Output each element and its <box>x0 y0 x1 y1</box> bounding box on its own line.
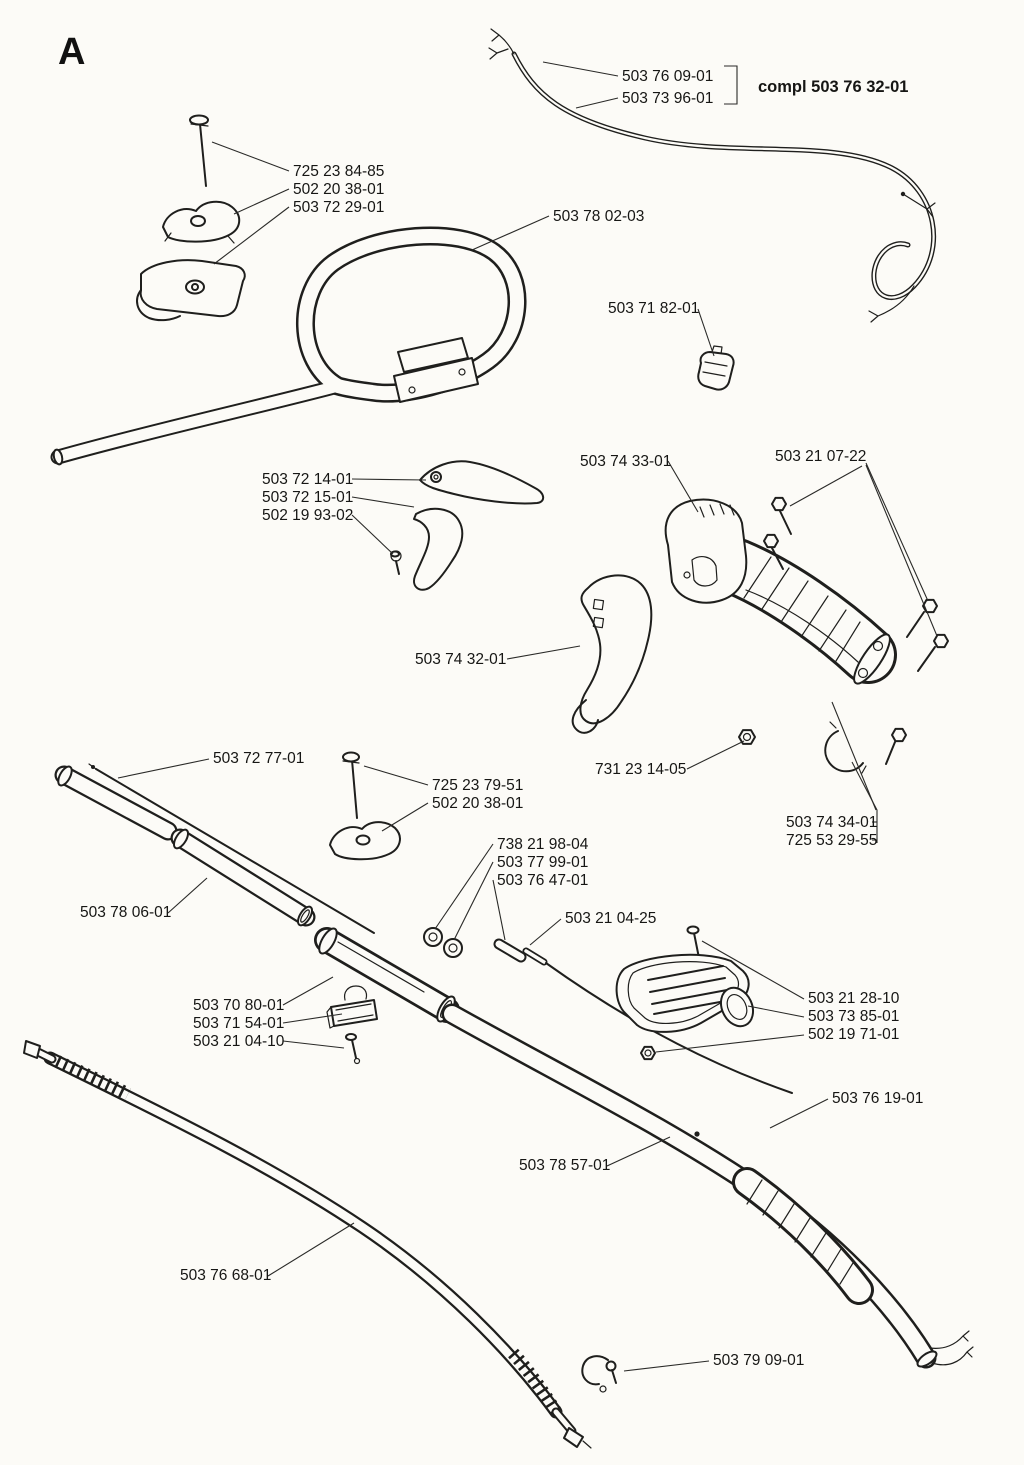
part-label: 503 21 28-10 <box>808 990 900 1007</box>
part-label: 503 76 19-01 <box>832 1090 923 1107</box>
throttle-bracket-drawing <box>615 925 755 1061</box>
part-label: 502 19 71-01 <box>808 1026 899 1043</box>
leader-lines <box>117 61 938 1372</box>
part-label: 725 53 29-55 <box>786 832 877 849</box>
part-label: 503 21 04-25 <box>565 910 656 927</box>
upper-tube-drawing <box>54 751 793 1094</box>
tube-clamp-drawing <box>326 985 378 1065</box>
part-label: 503 72 15-01 <box>262 489 353 506</box>
part-label: 503 70 80-01 <box>193 997 284 1014</box>
part-label: 503 71 82-01 <box>608 300 699 317</box>
callout-labels: A 503 76 09-01 503 73 96-01 compl 503 76… <box>58 31 923 1369</box>
part-label: 503 74 32-01 <box>415 651 506 668</box>
part-label: 503 76 47-01 <box>497 872 588 889</box>
part-label: 725 23 79-51 <box>432 777 523 794</box>
part-label: 503 78 02-03 <box>553 208 644 225</box>
part-label: 503 71 54-01 <box>193 1015 284 1032</box>
part-label: 503 73 96-01 <box>622 90 713 107</box>
part-label: 502 19 93-02 <box>262 507 353 524</box>
throttle-cable-drawing <box>488 28 937 323</box>
part-label: 503 78 06-01 <box>80 904 171 921</box>
part-label: 725 23 84-85 <box>293 163 384 180</box>
part-label: 503 76 09-01 <box>622 68 713 85</box>
part-label: 503 77 99-01 <box>497 854 588 871</box>
loop-handle-drawing <box>50 226 527 466</box>
throttle-lever-drawing <box>390 460 545 591</box>
part-label: 738 21 98-04 <box>497 836 589 853</box>
part-label: 503 72 29-01 <box>293 199 384 216</box>
section-label: A <box>58 31 85 73</box>
part-label: 503 78 57-01 <box>519 1157 610 1174</box>
part-label: 502 20 38-01 <box>293 181 384 198</box>
flexible-shaft-drawing <box>23 1040 592 1449</box>
part-label: 503 72 14-01 <box>262 471 353 488</box>
part-label: 503 79 09-01 <box>713 1352 804 1369</box>
part-label-assembly: compl 503 76 32-01 <box>758 78 908 96</box>
lower-shaft-drawing <box>441 1003 974 1369</box>
handle-housing-drawing <box>571 496 949 811</box>
handle-clamp-drawing <box>136 114 246 322</box>
part-label: 502 20 38-01 <box>432 795 523 812</box>
part-label: 503 21 04-10 <box>193 1033 285 1050</box>
part-label: 731 23 14-05 <box>595 761 686 778</box>
part-label: 503 73 85-01 <box>808 1008 899 1025</box>
part-label: 503 21 07-22 <box>775 448 866 465</box>
stop-switch-drawing <box>697 345 735 391</box>
part-label: 503 74 33-01 <box>580 453 671 470</box>
part-label: 503 72 77-01 <box>213 750 304 767</box>
part-label: 503 74 34-01 <box>786 814 877 831</box>
part-label: 503 76 68-01 <box>180 1267 271 1284</box>
shaft-clip-drawing <box>581 1355 617 1393</box>
